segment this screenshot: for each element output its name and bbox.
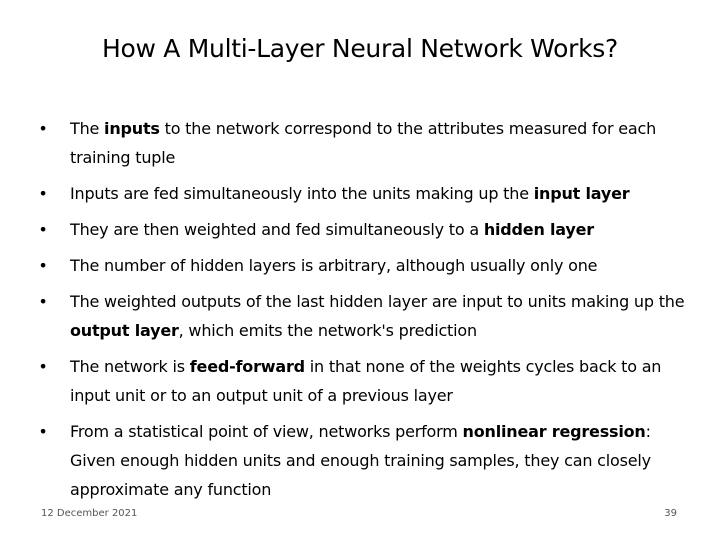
- bullet-marker: •: [38, 119, 48, 138]
- slide-title: How A Multi-Layer Neural Network Works?: [102, 34, 618, 63]
- text-run: Inputs are fed simultaneously into the u…: [70, 184, 534, 203]
- text-run: : Given enough hidden units and enough t…: [70, 422, 651, 499]
- bullet-marker: •: [38, 357, 48, 376]
- bullet-marker: •: [38, 184, 48, 203]
- text-run-bold: output layer: [70, 321, 179, 340]
- bullet-item: • The network is feed-forward in that non…: [38, 352, 688, 410]
- text-run-bold: feed-forward: [189, 357, 305, 376]
- bullet-marker: •: [38, 220, 48, 239]
- bullet-list: • The inputs to the network correspond to…: [38, 114, 688, 511]
- bullet-item: • The number of hidden layers is arbitrar…: [38, 251, 688, 280]
- footer-date: 12 December 2021: [41, 508, 138, 519]
- text-run: , which emits the network's prediction: [178, 321, 477, 340]
- bullet-marker: •: [38, 292, 48, 311]
- text-run: The: [70, 119, 105, 138]
- text-run: From a statistical point of view, networ…: [70, 422, 463, 441]
- page-number: 39: [664, 508, 677, 519]
- text-run: They are then weighted and fed simultane…: [70, 220, 484, 239]
- text-run: in that none of the weights cycles back …: [70, 357, 662, 405]
- bullet-item: • The inputs to the network correspond to…: [38, 114, 688, 172]
- text-run: The number of hidden layers is arbitrary…: [70, 256, 598, 275]
- bullet-item: • They are then weighted and fed simultan…: [38, 215, 688, 244]
- text-run-bold: hidden layer: [483, 220, 594, 239]
- bullet-item: • From a statistical point of view, netwo…: [38, 417, 688, 504]
- text-run-bold: nonlinear regression: [462, 422, 646, 441]
- text-run: The weighted outputs of the last hidden …: [70, 292, 685, 311]
- text-run-bold: inputs: [104, 119, 160, 138]
- bullet-item: • Inputs are fed simultaneously into the …: [38, 179, 688, 208]
- text-run: to the network correspond to the attribu…: [70, 119, 657, 167]
- text-run: The network is: [70, 357, 190, 376]
- text-run-bold: input layer: [533, 184, 630, 203]
- bullet-marker: •: [38, 422, 48, 441]
- bullet-item: • The weighted outputs of the last hidden…: [38, 287, 688, 345]
- bullet-marker: •: [38, 256, 48, 275]
